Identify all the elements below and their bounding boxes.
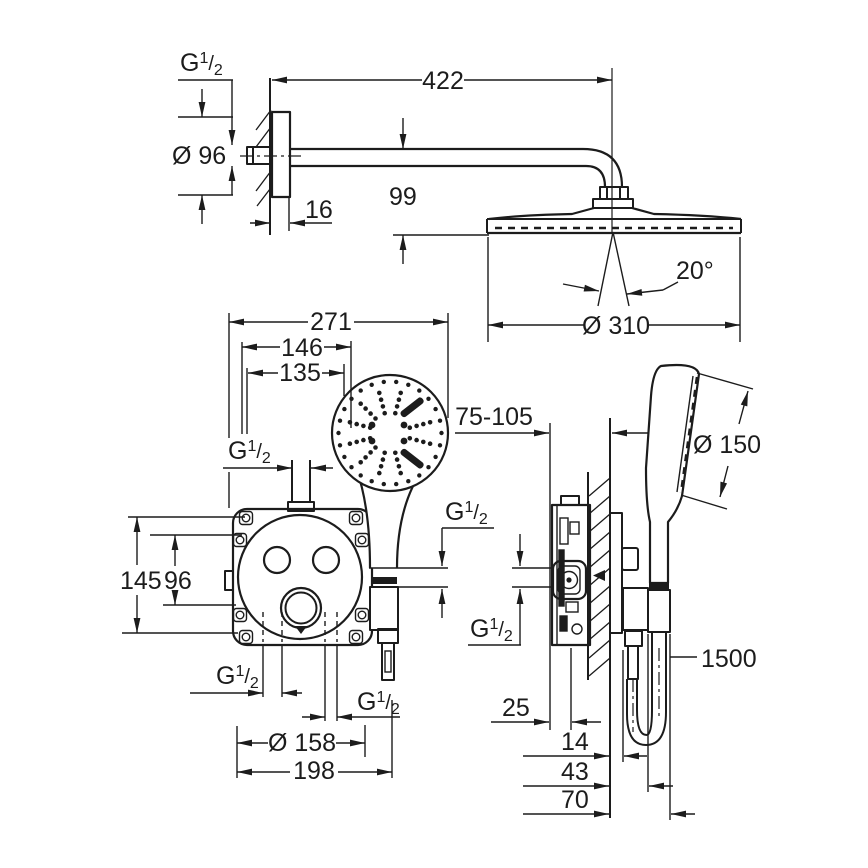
thread-label-hand-shower: G1/2: [445, 498, 488, 528]
hose-outlet: [381, 642, 395, 681]
thread-label-arm: G1/2: [180, 49, 223, 79]
mounting-screws: [232, 510, 370, 645]
arm-nut: [599, 186, 629, 200]
dim-head-dia: Ø 310: [582, 312, 650, 340]
hand-shower-hose-cone: [647, 589, 671, 633]
hose-loop: [626, 679, 667, 746]
hose-nut: [377, 628, 399, 644]
dim-hose-length: 1500: [701, 645, 757, 673]
trim-plate-section: [609, 512, 623, 634]
dimension-labels: 422 G1/2 Ø 96 16 99 20° Ø 310 271 146 13…: [120, 49, 761, 814]
wall-hatching: [588, 477, 611, 677]
dim-height-96: 96: [164, 567, 192, 595]
dim-set-width: 271: [310, 308, 352, 336]
arm-escutcheon: [270, 110, 292, 199]
thread-label-side-port: G1/2: [470, 615, 513, 645]
spray-pattern: [336, 379, 444, 487]
top-supply-collar: [287, 501, 315, 512]
thread-label-bottom-left: G1/2: [216, 662, 259, 692]
head-cone: [488, 206, 595, 221]
side-inlet-port: [551, 559, 588, 601]
dim-escutcheon-thickness: 16: [305, 196, 333, 224]
dim-offset-25: 25: [502, 694, 530, 722]
dim-plate-dia: Ø 158: [268, 729, 336, 757]
shower-arm: [290, 147, 624, 188]
dimension-annotations: [122, 68, 754, 820]
valve-hole-left: [262, 545, 292, 575]
hand-shower-side: [644, 363, 701, 585]
dim-install-depth: 75-105: [455, 403, 533, 431]
elbow-nut: [624, 630, 643, 647]
dim-arm-length: 422: [422, 67, 464, 95]
box-internals: [558, 517, 583, 635]
dim-height-145: 145: [120, 567, 162, 595]
dim-box-width: 198: [293, 757, 335, 785]
thread-label-top-supply: G1/2: [228, 437, 271, 467]
side-view: [550, 363, 701, 818]
dim-offset-43: 43: [561, 758, 589, 786]
dim-width-135: 135: [279, 359, 321, 387]
spray-bars: [368, 397, 424, 469]
thread-label-bottom-right: G1/2: [357, 688, 400, 718]
dim-arm-drop: 99: [389, 183, 417, 211]
dim-offset-70: 70: [561, 786, 589, 814]
mixer-plate: [236, 513, 364, 641]
dim-width-146: 146: [281, 334, 323, 362]
valve-hole-right: [311, 545, 341, 575]
dim-escutcheon-dia: Ø 96: [172, 142, 226, 170]
dim-hand-dia: Ø 150: [693, 431, 761, 459]
hand-shower-nozzles: [679, 376, 699, 494]
elbow-outlet: [627, 645, 639, 680]
hand-shower-face: [330, 373, 450, 493]
dim-spray-angle: 20°: [676, 257, 714, 285]
diverter-knob: [621, 547, 639, 571]
hose-cone: [369, 586, 399, 631]
wall-hose-elbow: [622, 587, 649, 631]
dim-offset-14: 14: [561, 728, 589, 756]
box-side-tab: [224, 570, 234, 591]
head-shower-view: [246, 78, 742, 235]
front-view: [224, 373, 450, 681]
